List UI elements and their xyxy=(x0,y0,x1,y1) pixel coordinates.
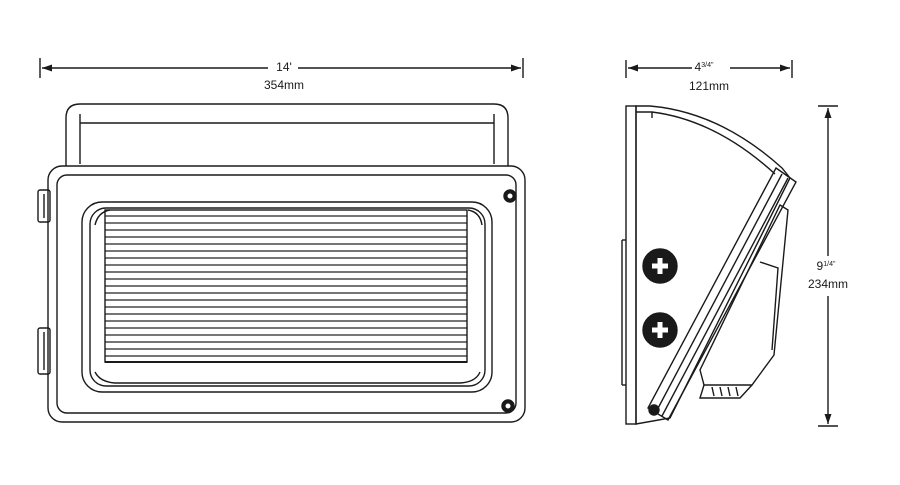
front-width-dimension xyxy=(39,58,524,78)
mount-screw-top xyxy=(642,248,678,284)
hinge-top xyxy=(37,189,51,223)
tilted-door xyxy=(647,166,797,421)
front-width-imperial: 14' xyxy=(276,60,292,74)
side-height-imperial: 91/4" xyxy=(817,259,836,273)
side-height-metric: 234mm xyxy=(808,277,848,291)
side-height-dimension xyxy=(818,105,838,427)
side-depth-imperial: 43/4" xyxy=(695,60,714,74)
side-housing xyxy=(635,105,791,425)
housing-bezel xyxy=(56,174,517,414)
refractor-lens xyxy=(104,209,468,363)
housing-outer xyxy=(47,165,526,423)
screw-bottom-right xyxy=(501,399,515,413)
lens-opening xyxy=(81,201,493,393)
side-depth-metric: 121mm xyxy=(689,79,729,93)
front-view: 14' 354mm xyxy=(37,58,526,423)
side-view: 43/4" 121mm 91/4" 234mm xyxy=(621,60,848,427)
top-hood xyxy=(65,103,509,166)
hinge-pin xyxy=(648,404,660,416)
screw-top-right xyxy=(503,189,517,203)
mount-screw-bottom xyxy=(642,312,678,348)
back-plate xyxy=(625,105,637,425)
lens-assembly xyxy=(699,203,789,386)
hinge-bottom xyxy=(37,327,51,375)
front-width-metric: 354mm xyxy=(264,78,304,92)
side-depth-dimension xyxy=(625,60,793,78)
